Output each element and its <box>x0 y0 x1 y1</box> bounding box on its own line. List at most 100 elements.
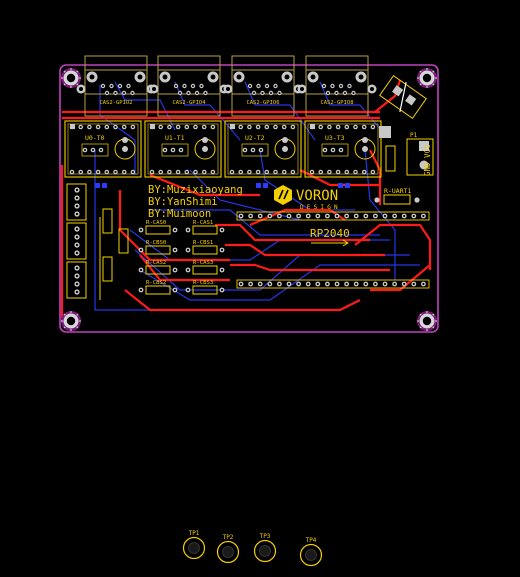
pad-hole <box>352 92 355 94</box>
pad-hole <box>299 86 305 92</box>
resistor-r-cbs2: R-CBS2 <box>138 280 178 295</box>
pad-hole <box>83 148 87 152</box>
top-trace <box>149 173 260 197</box>
pad-hole <box>75 282 79 286</box>
resistor-r-cbs1: R-CBS1 <box>185 240 225 255</box>
mcu-arrow-icon <box>311 239 349 247</box>
left-connector-block <box>66 183 87 299</box>
pad-hole <box>99 148 103 152</box>
pad-hole <box>287 214 291 218</box>
driver-socket-3: U3-T3 <box>304 120 382 178</box>
resistor-body <box>192 265 218 275</box>
pad-hole <box>75 235 79 239</box>
pad-hole <box>89 74 95 80</box>
driver-name: U2-T2 <box>245 134 265 142</box>
pad-hole <box>127 85 130 87</box>
top-copper-traces <box>60 79 432 331</box>
pad-hole <box>123 92 125 94</box>
pad-hole <box>123 170 126 174</box>
left-connector-pads <box>74 187 80 295</box>
pad-hole <box>259 148 263 152</box>
credit-line-1: BY:Muzixiaoyang <box>148 184 243 196</box>
pad-hole <box>422 282 425 286</box>
mount-via <box>417 77 419 79</box>
pad-hole <box>210 74 216 80</box>
top-trace <box>215 223 370 242</box>
pad-hole <box>257 85 260 87</box>
jumper-pad <box>379 126 391 138</box>
pad-hole <box>331 85 334 87</box>
top-trace <box>230 263 390 272</box>
pad-hole <box>110 85 113 87</box>
pad-hole <box>91 148 95 152</box>
pad-hole <box>249 282 252 286</box>
pad-hole <box>139 248 143 252</box>
resistor-label: R-CBS0 <box>146 240 166 246</box>
mount-via <box>435 77 437 79</box>
pad-hole <box>283 170 286 174</box>
pad-hole <box>345 214 348 218</box>
pad-hole <box>163 148 167 152</box>
driver-name: U0-T0 <box>85 134 105 142</box>
pad-hole <box>340 85 342 87</box>
test-point-ring <box>299 543 323 567</box>
pad-hole <box>239 125 242 129</box>
pad-hole <box>131 92 134 94</box>
driver-name: U3-T3 <box>325 134 345 142</box>
bottom-trace <box>189 169 301 221</box>
pad-hole <box>283 125 286 129</box>
test-point-tp3: TP3 <box>253 533 277 563</box>
pad-hole <box>265 125 268 129</box>
mount-via <box>426 86 428 88</box>
pad-hole <box>328 125 331 129</box>
capacitor-pad <box>122 146 128 152</box>
pad-hole <box>186 268 190 272</box>
board-outline <box>59 64 439 333</box>
resistor-r-cbs0: R-CBS0 <box>138 240 178 255</box>
pad-hole <box>139 268 143 272</box>
pad-hole <box>363 170 366 174</box>
pad-hole <box>354 125 357 129</box>
pad-hole <box>316 282 319 286</box>
pad-hole <box>114 92 117 94</box>
top-trace <box>374 79 402 113</box>
bottom-trace <box>150 209 380 236</box>
pad-hole <box>363 125 366 129</box>
driver-socket-2: U2-T2 <box>224 120 302 178</box>
pad-hole <box>323 85 325 87</box>
mount-via <box>76 70 79 73</box>
pad-hole <box>75 188 79 192</box>
pad-hole <box>393 214 396 218</box>
capacitor-pad <box>122 137 128 143</box>
left-connector-1 <box>66 183 87 221</box>
pad-hole <box>297 214 300 218</box>
pad-hole <box>171 148 175 152</box>
pad-hole <box>97 125 100 129</box>
mount-via <box>419 83 422 86</box>
pad-hole <box>274 125 277 129</box>
motor-connector-3: CAS2-GPIO8 <box>297 55 377 117</box>
top-trace <box>124 289 361 312</box>
pad-hole <box>403 214 406 218</box>
header-outline <box>236 279 430 289</box>
pad-hole <box>278 282 281 286</box>
resistor-label: R-CAS3 <box>193 260 213 266</box>
mount-via <box>76 83 79 86</box>
pad-hole <box>194 125 197 129</box>
pad-hole <box>326 214 329 218</box>
test-point-label: TP3 <box>260 533 271 540</box>
uart-label: R-UART1 <box>384 187 411 195</box>
pad-hole <box>268 214 271 218</box>
pad-hole <box>364 282 367 286</box>
pad-hole <box>192 85 194 87</box>
pad-hole <box>78 86 84 92</box>
power-label: GND VCC <box>423 144 432 176</box>
capacitor-pad <box>282 146 288 152</box>
power-connector-ref: P1 <box>410 132 418 139</box>
pad-hole <box>355 214 358 218</box>
pad-hole <box>159 170 162 174</box>
pad-hole <box>186 228 190 232</box>
resistor-label: R-CBS3 <box>193 280 213 286</box>
